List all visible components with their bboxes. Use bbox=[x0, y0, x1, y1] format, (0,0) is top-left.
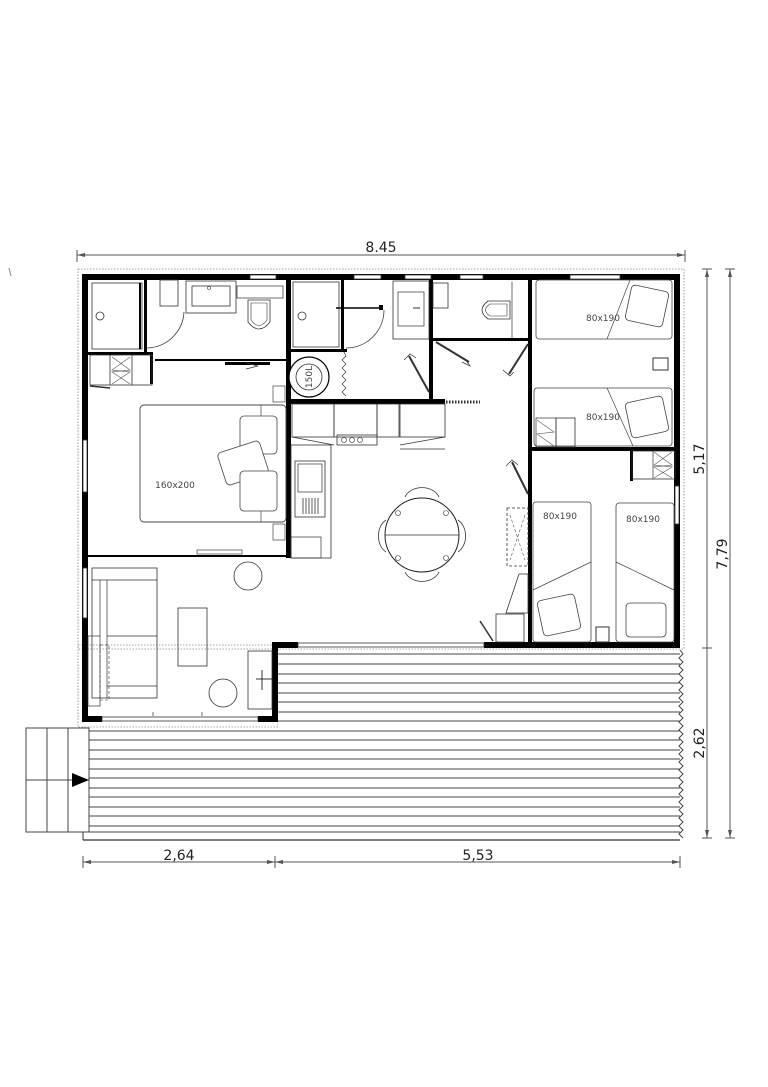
twin-left-size-label: 80x190 bbox=[543, 512, 577, 522]
bathroom-2: 150L bbox=[288, 280, 430, 398]
kitchen bbox=[290, 403, 446, 559]
pillow-icon bbox=[625, 284, 669, 328]
door-swing bbox=[146, 311, 185, 349]
dimension-bottom bbox=[82, 856, 681, 868]
water-heater-label: 150L bbox=[305, 366, 315, 388]
stray-mark bbox=[8, 267, 12, 277]
master-bed-size-label: 160x200 bbox=[155, 481, 195, 491]
kitchen-sink-icon bbox=[294, 460, 326, 518]
pouf bbox=[233, 561, 263, 591]
single-bed bbox=[533, 387, 673, 447]
single-bed bbox=[615, 502, 675, 643]
toilet-icon bbox=[481, 300, 511, 320]
windows bbox=[82, 274, 680, 722]
interior-walls bbox=[88, 280, 676, 642]
twin-bedroom: 80x190 80x190 bbox=[532, 450, 676, 643]
single-bed bbox=[535, 279, 673, 340]
sink bbox=[392, 280, 430, 340]
living-room bbox=[87, 561, 273, 716]
nightstand bbox=[272, 385, 286, 403]
coffee-table bbox=[177, 607, 208, 667]
wardrobe-master bbox=[89, 354, 153, 389]
dim-right-lower-label: 2,62 bbox=[692, 727, 708, 758]
decking-edge bbox=[678, 649, 684, 839]
nightstand bbox=[272, 523, 286, 541]
wc bbox=[432, 282, 529, 404]
master-bedroom: 160x200 bbox=[139, 385, 287, 555]
dim-right-upper-label: 5,17 bbox=[692, 443, 708, 474]
door-swing bbox=[345, 309, 385, 349]
dim-bottom-left-label: 2,64 bbox=[163, 848, 194, 864]
double-bed bbox=[139, 404, 287, 523]
stove-icon bbox=[336, 434, 378, 446]
pillow-icon bbox=[239, 470, 278, 512]
sofa bbox=[91, 567, 158, 699]
dim-total-width-label: 8.45 bbox=[365, 240, 396, 256]
bunk-top-size-label: 80x190 bbox=[586, 314, 620, 324]
entry-steps bbox=[25, 727, 90, 833]
pillow-icon bbox=[537, 593, 581, 637]
pillow-icon bbox=[625, 395, 669, 439]
toilet-icon bbox=[247, 299, 271, 330]
bunk-bottom-size-label: 80x190 bbox=[586, 413, 620, 423]
entry-arrow-icon bbox=[72, 773, 89, 787]
shower-drain-icon bbox=[95, 311, 105, 321]
bunk-bedroom: 80x190 80x190 bbox=[533, 279, 673, 448]
pillow-icon bbox=[625, 602, 667, 638]
shower-drain-icon bbox=[297, 311, 307, 321]
twin-right-size-label: 80x190 bbox=[626, 515, 660, 525]
roof-outline bbox=[77, 268, 685, 650]
single-bed bbox=[532, 501, 592, 643]
terrace-decking bbox=[82, 649, 684, 841]
dim-right-total-label: 7,79 bbox=[715, 538, 731, 569]
bathroom-1 bbox=[91, 279, 284, 370]
entry-storage bbox=[479, 459, 529, 643]
dimension-right bbox=[702, 268, 735, 839]
water-heater-icon bbox=[288, 356, 330, 398]
sink bbox=[185, 280, 237, 314]
dining-table bbox=[378, 487, 466, 582]
pouf bbox=[208, 678, 238, 708]
dim-bottom-right-label: 5,53 bbox=[462, 848, 493, 864]
tv-unit bbox=[247, 650, 273, 710]
dimension-total-width: 8.45 bbox=[76, 240, 686, 262]
